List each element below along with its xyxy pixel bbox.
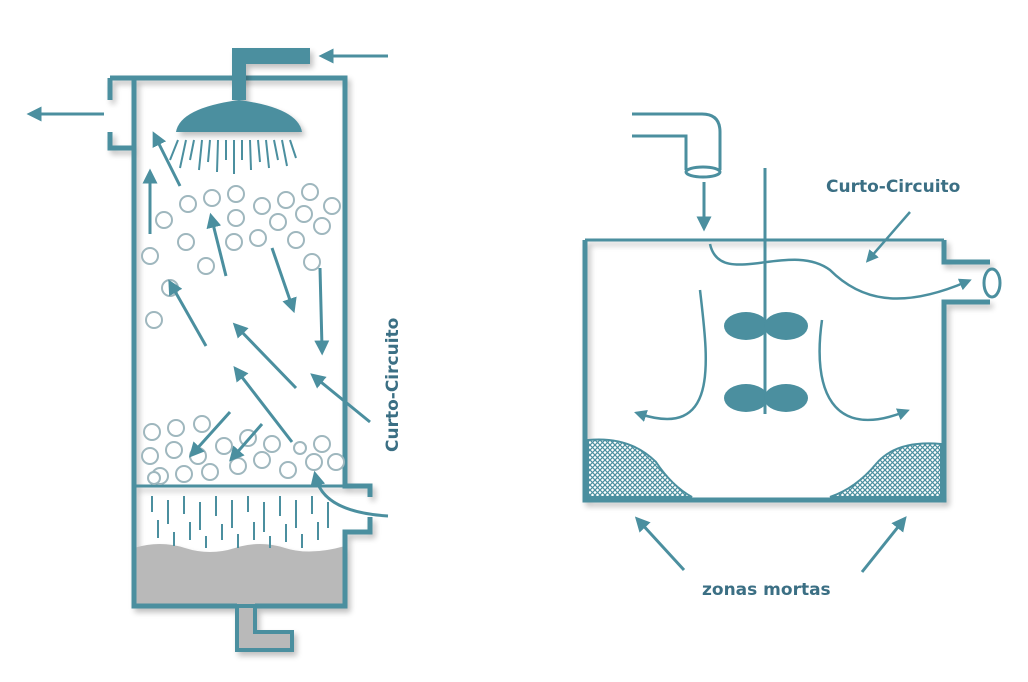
tank-flow-arrows [634, 211, 972, 422]
outlet-stub-bottom [107, 132, 134, 151]
tank-walls [582, 240, 990, 503]
column-wall-right [255, 517, 373, 609]
filter-column [107, 75, 373, 652]
right-short-circuit-label: Curto-Circuito [826, 177, 960, 197]
left-short-circuit-label: Curto-Circuito [383, 318, 403, 452]
column-flow-arrows [142, 131, 389, 518]
dead-zone-left [587, 438, 693, 498]
tank-outlet-top [941, 240, 990, 265]
tank-outlet-pipe-end [982, 267, 1002, 299]
column-wall-left [110, 75, 237, 609]
shower-head [176, 48, 310, 132]
impeller-blades [724, 312, 808, 412]
dead-zone-arrows [634, 516, 907, 573]
underdrain-dashes [151, 496, 329, 548]
dead-zones-label: zonas mortas [702, 580, 831, 600]
drain-pipe [235, 604, 294, 652]
spray-lines [169, 139, 297, 174]
sludge-layer [134, 544, 345, 606]
tank-inlet-pipe [632, 112, 722, 179]
dead-zone-right [829, 442, 942, 498]
media-bubbles [141, 183, 345, 485]
